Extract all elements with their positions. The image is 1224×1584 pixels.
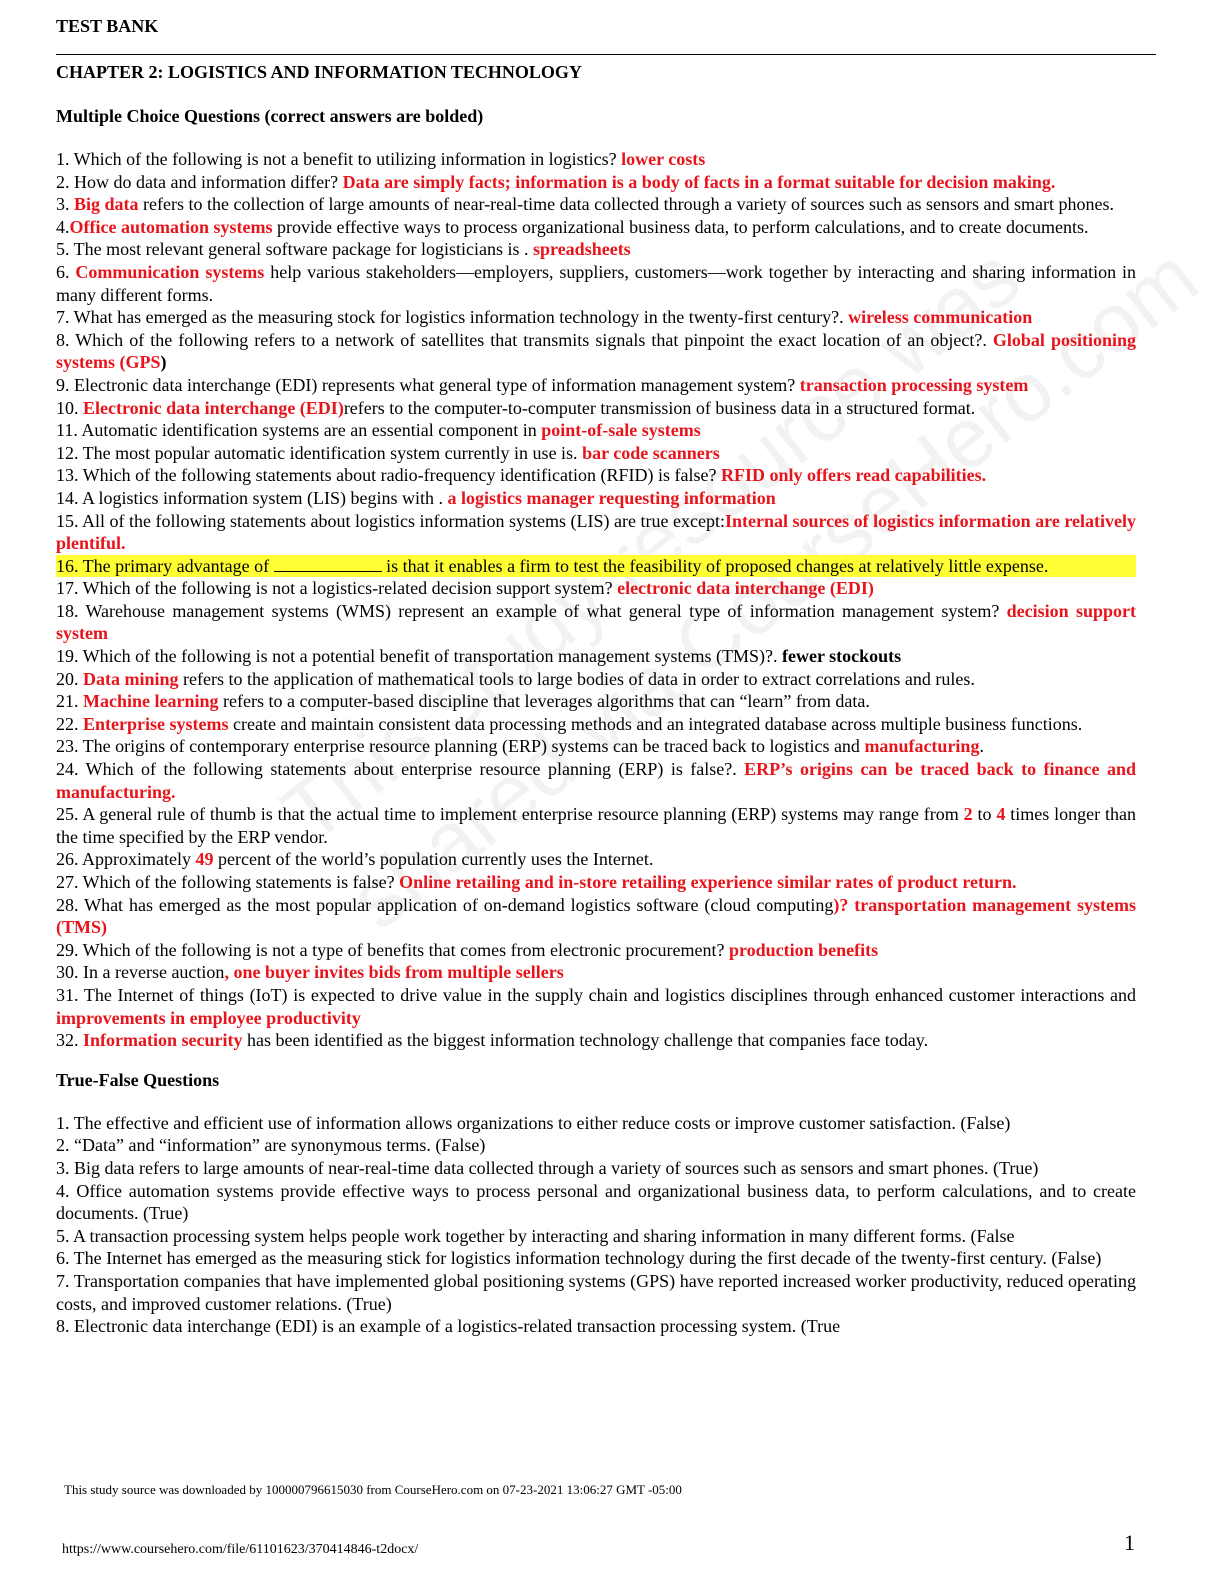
tf-question: 2. “Data” and “information” are synonymo… bbox=[56, 1135, 486, 1156]
download-notice: This study source was downloaded by 1000… bbox=[64, 1482, 682, 1497]
header-title: TEST BANK bbox=[56, 16, 159, 36]
mc-question: 3. Big data refers to the collection of … bbox=[56, 194, 1114, 215]
tf-question: 4. Office automation systems provide eff… bbox=[56, 1180, 1136, 1224]
tf-question: 3. Big data refers to large amounts of n… bbox=[56, 1157, 1039, 1178]
chapter-title: CHAPTER 2: LOGISTICS AND INFORMATION TEC… bbox=[56, 62, 582, 82]
tf-question: 5. A transaction processing system helps… bbox=[56, 1225, 1015, 1246]
mc-question: 4.Office automation systems provide effe… bbox=[56, 216, 1089, 237]
mc-question: 1. Which of the following is not a benef… bbox=[56, 149, 706, 169]
mc-question: 5. The most relevant general software pa… bbox=[56, 239, 631, 260]
mc-question: 15. All of the following statements abou… bbox=[56, 510, 1136, 554]
mc-question: 14. A logistics information system (LIS)… bbox=[56, 487, 776, 508]
mc-question: 13. Which of the following statements ab… bbox=[56, 465, 987, 486]
mc-question: 30. In a reverse auction, one buyer invi… bbox=[56, 962, 564, 983]
mc-question: 12. The most popular automatic identific… bbox=[56, 442, 720, 463]
mc-question: 26. Approximately 49 percent of the worl… bbox=[56, 849, 654, 870]
tf-question: 7. Transportation companies that have im… bbox=[56, 1270, 1136, 1314]
mc-question: 10. Electronic data interchange (EDI)ref… bbox=[56, 397, 976, 418]
mc-question: 9. Electronic data interchange (EDI) rep… bbox=[56, 374, 1029, 395]
answer-blank bbox=[273, 556, 382, 572]
mc-list: 1. Which of the following is not a benef… bbox=[56, 148, 1136, 1052]
mc-question: 22. Enterprise systems create and mainta… bbox=[56, 713, 1083, 734]
mc-question: 19. Which of the following is not a pote… bbox=[56, 646, 902, 667]
mc-question: 7. What has emerged as the measuring sto… bbox=[56, 307, 1033, 328]
tf-list: 1. The effective and efficient use of in… bbox=[56, 1112, 1136, 1338]
mc-question: 32. Information security has been identi… bbox=[56, 1030, 929, 1051]
tf-question: 1. The effective and efficient use of in… bbox=[56, 1112, 1011, 1133]
mc-question: 18. Warehouse management systems (WMS) r… bbox=[56, 600, 1136, 644]
mc-question: 24. Which of the following statements ab… bbox=[56, 759, 1136, 802]
mc-question: 25. A general rule of thumb is that the … bbox=[56, 804, 1136, 847]
mc-question: 6. Communication systems help various st… bbox=[56, 261, 1136, 305]
mc-question: 21. Machine learning refers to a compute… bbox=[56, 691, 870, 712]
mc-question: 17. Which of the following is not a logi… bbox=[56, 578, 874, 599]
mc-question: 29. Which of the following is not a type… bbox=[56, 939, 879, 960]
page-number: 1 bbox=[1124, 1530, 1135, 1555]
footer-url[interactable]: https://www.coursehero.com/file/61101623… bbox=[62, 1542, 419, 1557]
mc-question-highlighted: 16. The primary advantage of is that it … bbox=[56, 554, 1136, 578]
mc-question: 20. Data mining refers to the applicatio… bbox=[56, 668, 975, 689]
mc-heading: Multiple Choice Questions (correct answe… bbox=[56, 106, 484, 126]
document-page: TEST BANK CHAPTER 2: LOGISTICS AND INFOR… bbox=[56, 0, 1156, 1584]
tf-question: 8. Electronic data interchange (EDI) is … bbox=[56, 1316, 841, 1337]
mc-question: 11. Automatic identification systems are… bbox=[56, 420, 701, 441]
mc-question: 8. Which of the following refers to a ne… bbox=[56, 329, 1136, 373]
mc-question: 23. The origins of contemporary enterpri… bbox=[56, 736, 984, 757]
mc-question: 28. What has emerged as the most popular… bbox=[56, 894, 1137, 938]
document-body: CHAPTER 2: LOGISTICS AND INFORMATION TEC… bbox=[56, 60, 1136, 1338]
tf-heading: True-False Questions bbox=[56, 1069, 220, 1090]
mc-question: 27. Which of the following statements is… bbox=[56, 872, 1017, 892]
mc-question: 31. The Internet of things (IoT) is expe… bbox=[56, 984, 1136, 1028]
mc-question: 2. How do data and information differ? D… bbox=[56, 171, 1056, 192]
tf-question: 6. The Internet has emerged as the measu… bbox=[56, 1248, 1102, 1269]
header-divider bbox=[56, 54, 1156, 55]
